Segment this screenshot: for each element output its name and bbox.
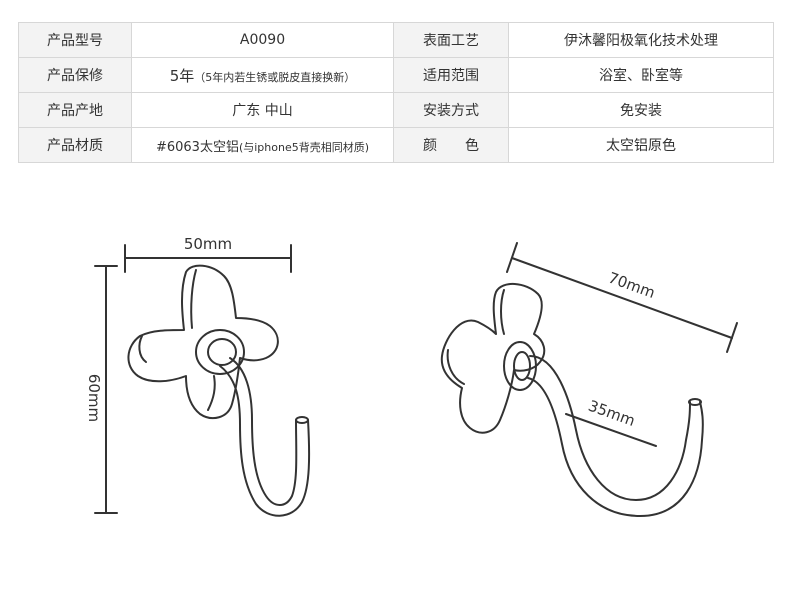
spec-key: 产品保修 xyxy=(18,57,132,93)
hook-angled-view xyxy=(440,242,738,517)
spec-key: 颜 色 xyxy=(393,127,509,163)
table-row: 产品保修 5年（5年内若生锈或脱皮直接换新） 适用范围 浴室、卧室等 xyxy=(18,57,774,93)
width-label: 50mm xyxy=(184,235,232,253)
height-label: 60mm xyxy=(85,374,103,422)
spec-table: 产品型号 A0090 表面工艺 伊沐馨阳极氧化技术处理 产品保修 5年（5年内若… xyxy=(18,22,774,163)
spec-key: 产品产地 xyxy=(18,92,132,128)
spec-key: 适用范围 xyxy=(393,57,509,93)
spec-key: 安装方式 xyxy=(393,92,509,128)
spec-value: 5年（5年内若生锈或脱皮直接换新） xyxy=(131,57,394,93)
spec-key: 产品型号 xyxy=(18,22,132,58)
spec-value: 太空铝原色 xyxy=(508,127,774,163)
table-row: 产品材质 #6063太空铝(与iphone5背壳相同材质) 颜 色 太空铝原色 xyxy=(18,127,774,163)
table-row: 产品型号 A0090 表面工艺 伊沐馨阳极氧化技术处理 xyxy=(18,22,774,58)
spec-value: 浴室、卧室等 xyxy=(508,57,774,93)
spec-key: 产品材质 xyxy=(18,127,132,163)
hook-front-view xyxy=(94,244,311,517)
spec-value: 伊沐馨阳极氧化技术处理 xyxy=(508,22,774,58)
length-label: 70mm xyxy=(606,269,658,302)
table-row: 产品产地 广东 中山 安装方式 免安装 xyxy=(18,92,774,128)
spec-value: 广东 中山 xyxy=(131,92,394,128)
spec-value: #6063太空铝(与iphone5背壳相同材质) xyxy=(131,127,394,163)
inner-width-label: 35mm xyxy=(586,397,638,430)
